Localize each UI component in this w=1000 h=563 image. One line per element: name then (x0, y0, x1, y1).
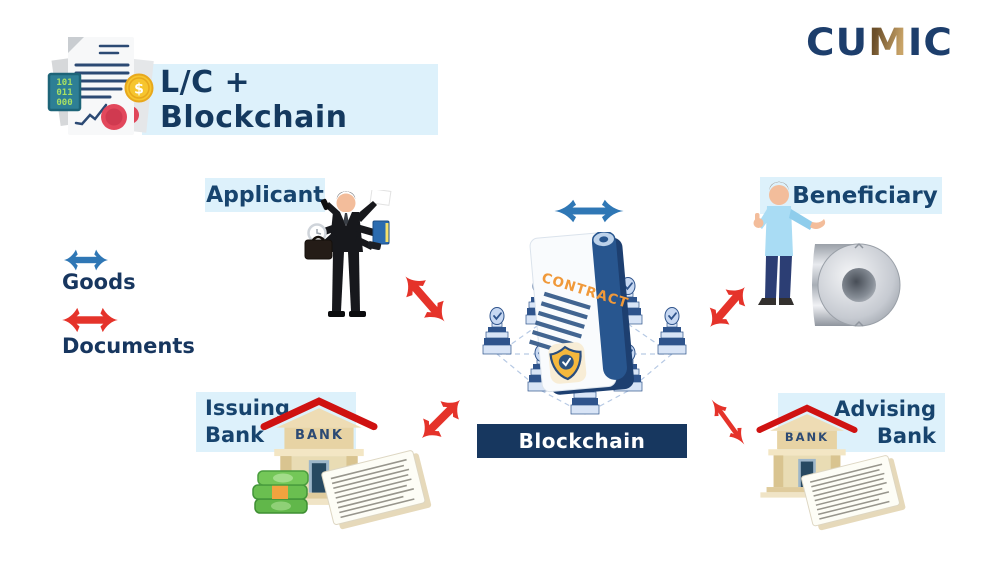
verified-shield-icon (548, 342, 587, 384)
logo-text-m: M (868, 20, 908, 64)
binary-chip-icon: 101 011 000 (47, 72, 82, 112)
title-banner: L/C + Blockchain (142, 64, 438, 135)
beneficiary-label: Beneficiary (792, 182, 938, 209)
chart-line-icon (74, 103, 108, 126)
beneficiary-person-icon (753, 181, 826, 305)
legend-goods-label: Goods (62, 270, 136, 294)
smart-contract-icon: CONTRACT (529, 232, 634, 395)
advising-bank-label-box: Advising Bank (778, 393, 945, 452)
blockchain-banner: Blockchain (477, 424, 687, 458)
logo-text-ic: IC (907, 20, 953, 64)
goods-legend-arrow-icon (63, 249, 109, 271)
dollar-coin-icon: $ (124, 73, 154, 103)
issuing-bank-label-line2: Bank (205, 423, 265, 447)
svg-text:011: 011 (56, 88, 72, 98)
page-title: L/C + Blockchain (160, 64, 348, 135)
money-stacks-icon (252, 470, 309, 514)
documents-arrow-blockchain-advisingbank (705, 395, 751, 449)
svg-text:$: $ (134, 82, 144, 98)
main-document (68, 37, 134, 135)
svg-text:000: 000 (56, 98, 72, 108)
advising-bank-label-line2: Bank (876, 423, 936, 448)
logo-text-cu: CU (806, 20, 869, 64)
blockchain-label: Blockchain (518, 429, 646, 453)
advising-bank-document-icon (800, 455, 906, 531)
issuing-bank-building-sign: BANK (295, 428, 344, 443)
applicant-label: Applicant (206, 182, 324, 208)
svg-text:101: 101 (56, 78, 72, 88)
blockchain-network-illustration: CONTRACT (482, 232, 687, 415)
letter-of-credit-icon: 101 011 000 $ (47, 37, 154, 135)
applicant-label-box: Applicant (205, 178, 325, 212)
issuing-bank-label-line1: Issuing (205, 396, 290, 420)
issuing-bank-document-icon (320, 450, 432, 530)
applicant-businessman-icon (304, 190, 392, 317)
advising-bank-building-sign: BANK (784, 430, 830, 444)
documents-legend-arrow-icon (62, 307, 118, 333)
goods-arrow-applicant-beneficiary (554, 199, 624, 223)
advising-bank-label-line1: Advising (834, 396, 936, 421)
steel-coil-icon (812, 242, 901, 327)
legend-documents-label: Documents (62, 334, 195, 358)
